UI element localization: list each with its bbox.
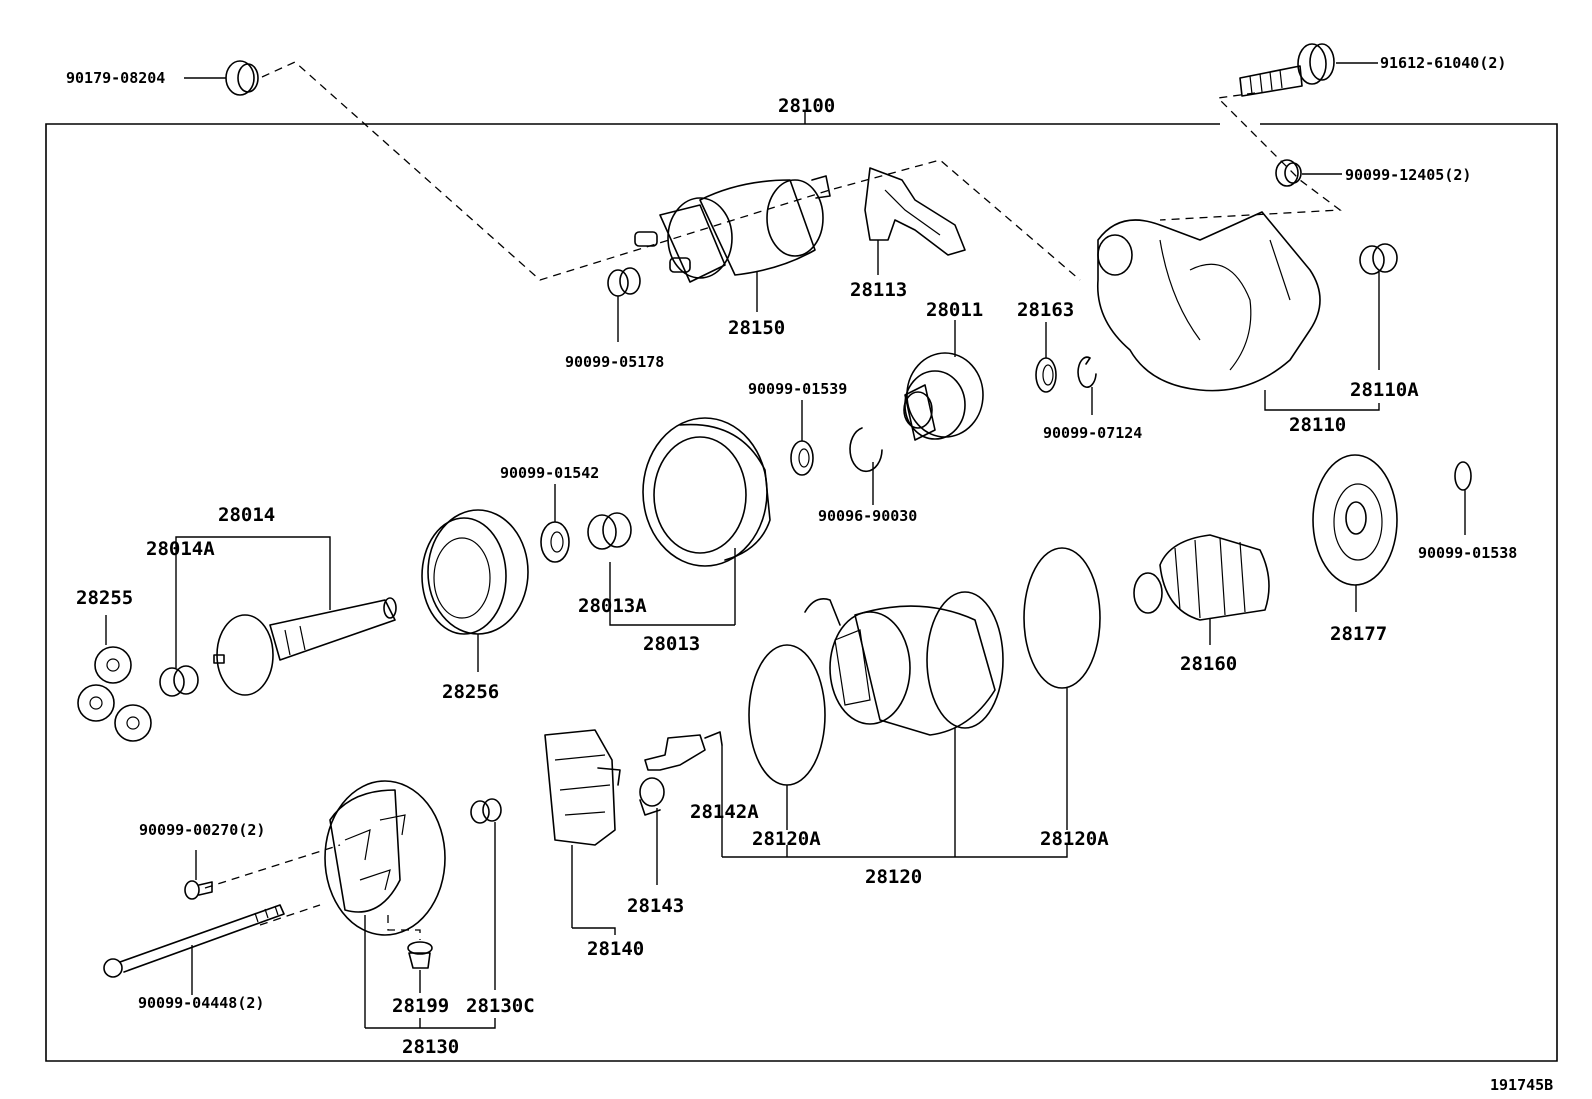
- through-bolt-90099-04448-icon: [103, 904, 285, 995]
- bushing-28014A-icon: [159, 542, 199, 697]
- part-label-91612-61040: 91612-61040(2): [1380, 54, 1506, 72]
- part-label-28130: 28130: [402, 1036, 459, 1058]
- lead-wire-28142A-icon: [644, 731, 723, 857]
- o-ring-28120A-right-icon: [1023, 547, 1101, 830]
- part-label-90099-01538: 90099-01538: [1418, 544, 1517, 562]
- part-label-28110: 28110: [1289, 414, 1346, 436]
- washer-90099-01538-icon: [1454, 461, 1472, 535]
- spring-28143-icon: [639, 777, 665, 885]
- o-ring-28120A-left-icon: [748, 644, 826, 830]
- part-label-28013: 28013: [643, 633, 700, 655]
- diagram-id: 191745B: [1490, 1076, 1553, 1094]
- part-label-28150: 28150: [728, 317, 785, 339]
- drive-lever-28113-icon: [864, 167, 966, 275]
- part-label-90099-01539: 90099-01539: [748, 380, 847, 398]
- dashed-bolt-line-right: [1159, 92, 1342, 221]
- end-plate-28177-icon: [1312, 454, 1398, 612]
- washer-90099-01539-icon: [790, 400, 814, 476]
- part-label-28013A: 28013A: [578, 595, 647, 617]
- part-label-28110A: 28110A: [1350, 379, 1419, 401]
- part-label-28177: 28177: [1330, 623, 1387, 645]
- part-label-90099-01542: 90099-01542: [500, 464, 599, 482]
- drive-housing-28110-icon: [1096, 211, 1321, 405]
- dashed-screw-line: [204, 844, 341, 889]
- armature-28160-icon: [1133, 534, 1270, 645]
- solenoid-28150-icon: [634, 175, 831, 312]
- pinion-gear-28011-icon: [903, 320, 984, 441]
- planet-gears-28255-icon: [77, 615, 152, 742]
- part-label-28199: 28199: [392, 995, 449, 1017]
- assembly-label: 28100: [778, 95, 835, 117]
- part-label-28140: 28140: [587, 938, 644, 960]
- part-label-90099-00270: 90099-00270(2): [139, 821, 265, 839]
- bushing-28130C-icon: [470, 798, 502, 990]
- bushing-90099-05178-icon: [607, 267, 641, 342]
- nut-90179-08204-icon: [184, 60, 259, 96]
- part-label-28255: 28255: [76, 587, 133, 609]
- screw-90099-00270-icon: [184, 850, 213, 900]
- part-label-28160: 28160: [1180, 653, 1237, 675]
- dashed-bolt-line-left: [261, 61, 1081, 281]
- nut-90099-12405-icon: [1275, 159, 1342, 187]
- bracket-28014: [175, 536, 331, 610]
- assembly-frame: [45, 123, 1558, 1062]
- part-label-90096-90030: 90096-90030: [818, 507, 917, 525]
- part-label-90099-07124: 90099-07124: [1043, 424, 1142, 442]
- bushing-28110A-icon: [1359, 243, 1398, 370]
- part-label-28143: 28143: [627, 895, 684, 917]
- part-label-28120A-right: 28120A: [1040, 828, 1109, 850]
- part-label-90099-05178: 90099-05178: [565, 353, 664, 371]
- part-label-28014A: 28014A: [146, 538, 215, 560]
- bushing-28013A-icon: [587, 512, 632, 550]
- bolt-91612-61040-icon: [1239, 43, 1378, 97]
- yoke-28120-icon: [804, 591, 1004, 857]
- part-label-28011: 28011: [926, 299, 983, 321]
- ring-28163-icon: [1035, 322, 1057, 393]
- part-label-90099-12405: 90099-12405(2): [1345, 166, 1471, 184]
- part-label-28014: 28014: [218, 504, 275, 526]
- brush-holder-28140-icon: [544, 729, 621, 928]
- clip-90096-90030-icon: [849, 427, 883, 505]
- bracket-28140: [572, 927, 616, 935]
- planetary-shaft-28014-icon: [213, 597, 397, 696]
- bracket-28110: [1264, 403, 1380, 411]
- end-frame-28130-icon: [324, 780, 446, 1028]
- part-label-90179-08204: 90179-08204: [66, 69, 165, 87]
- snap-ring-90099-07124-icon: [1077, 356, 1097, 415]
- part-label-28142A: 28142A: [690, 801, 759, 823]
- bracket-28120: [722, 845, 1068, 858]
- internal-gear-28256-icon: [421, 509, 529, 672]
- part-label-28256: 28256: [442, 681, 499, 703]
- dashed-grommet-line: [387, 915, 421, 940]
- part-label-28120: 28120: [865, 866, 922, 888]
- part-label-28113: 28113: [850, 279, 907, 301]
- washer-90099-01542-icon: [540, 484, 570, 563]
- clutch-housing-28013-icon: [642, 417, 771, 625]
- part-label-28163: 28163: [1017, 299, 1074, 321]
- bracket-28013: [609, 562, 735, 626]
- bracket-28130: [365, 1018, 496, 1029]
- grommet-28199-icon: [407, 941, 433, 993]
- part-label-28120A-left: 28120A: [752, 828, 821, 850]
- part-label-28130C: 28130C: [466, 995, 535, 1017]
- dashed-throughbolt-line: [259, 904, 321, 926]
- part-label-90099-04448: 90099-04448(2): [138, 994, 264, 1012]
